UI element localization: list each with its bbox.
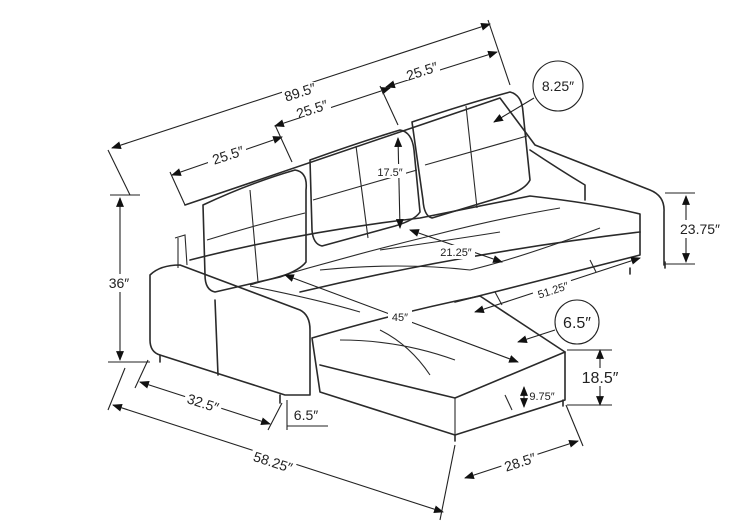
label-seat-height: 18.5″ xyxy=(582,370,619,387)
label-seat-depth: 21.25″ xyxy=(440,247,472,259)
label-overall-height: 36″ xyxy=(109,275,130,291)
callout-circle xyxy=(554,299,600,345)
label-arm-height: 23.75″ xyxy=(680,221,720,237)
label-chaise-cushion-thickness: 6.5″ xyxy=(563,315,591,332)
left-arm xyxy=(149,264,311,396)
chaise xyxy=(311,295,566,436)
dimension-labels: 89.5″ 25.5″ 25.5″ 25.5″ 8.25″ 17.5″ 36″ … xyxy=(104,58,726,478)
back-cushion-middle xyxy=(309,129,421,247)
label-leg-height: 6.5″ xyxy=(294,407,318,423)
callout-circle xyxy=(532,60,584,112)
label-overall-depth: 58.25″ xyxy=(252,448,295,476)
label-chaise-length: 45″ xyxy=(392,312,408,324)
label-storage-height: 9.75″ xyxy=(529,391,554,403)
sofa-outline xyxy=(149,91,666,442)
label-back-height: 17.5″ xyxy=(377,167,402,179)
back-cushion-left xyxy=(202,169,308,293)
label-cushion-thickness: 8.25″ xyxy=(542,78,574,94)
